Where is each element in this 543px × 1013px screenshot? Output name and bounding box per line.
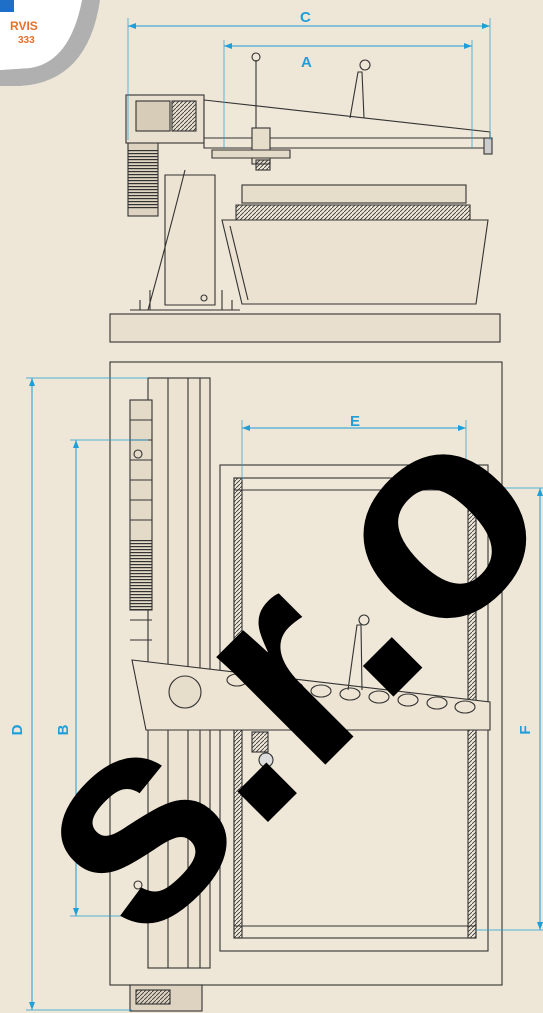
dimension-lines [26, 18, 543, 1011]
outer-frame [109, 361, 503, 986]
column [164, 174, 216, 306]
side-view [109, 52, 501, 343]
dim-label-d: D [9, 724, 26, 735]
logo-text-2: 333 [18, 35, 35, 46]
torch-carriage [251, 127, 271, 165]
base-plate [109, 313, 501, 343]
dim-label-c: C [300, 9, 311, 26]
gantry-beam-top [131, 659, 491, 731]
dimension-labels: C A E D B F [9, 9, 534, 735]
logo-text-1: RVIS [10, 19, 38, 33]
gantry-beam [203, 99, 491, 149]
table-body [221, 219, 489, 305]
company-logo: RVIS 333 [0, 0, 100, 86]
column-curve [147, 169, 186, 311]
dim-label-b: B [55, 724, 72, 735]
table-top [241, 184, 467, 204]
logo-blue-mark [0, 0, 14, 12]
dim-label-f: F [517, 725, 534, 734]
dim-label-a: A [301, 54, 312, 71]
beam-holes [226, 673, 476, 714]
dim-label-e: E [350, 413, 360, 430]
top-view [109, 361, 503, 1012]
logo-disc [0, 0, 82, 70]
logo-ring [0, 0, 100, 86]
